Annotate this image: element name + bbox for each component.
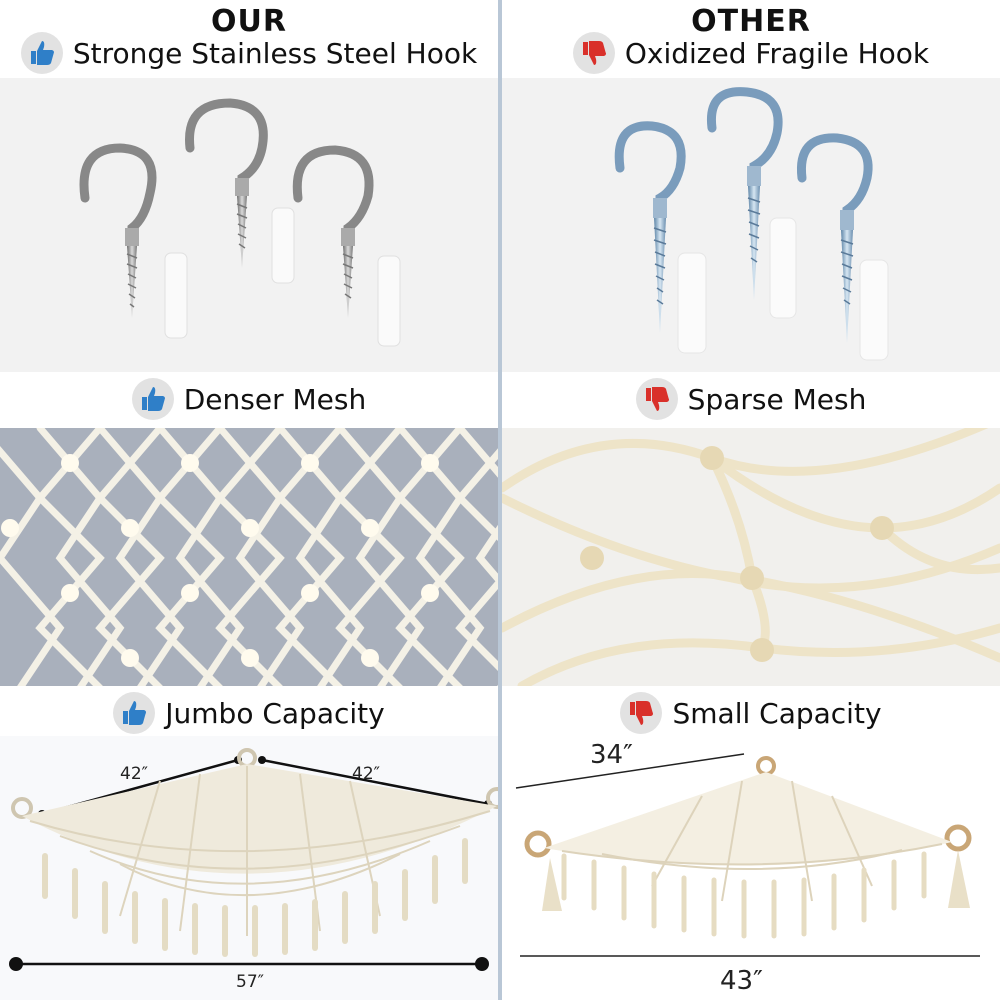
our-header: OUR <box>211 4 287 39</box>
dimension-label-left: 42″ <box>120 764 148 784</box>
thumbs-down-icon <box>620 692 663 734</box>
our-product-column: OUR Stronge Stainless Steel Hook <box>0 0 498 1000</box>
other-header: OTHER <box>691 4 811 39</box>
hook-label: Oxidized Fragile Hook <box>624 36 930 70</box>
capacity-label: Jumbo Capacity <box>165 696 385 730</box>
capacity-label-row: Jumbo Capacity <box>0 692 498 734</box>
hook-label-row: Oxidized Fragile Hook <box>502 32 1000 74</box>
small-net-image: 34″ 43″ <box>502 736 1000 1000</box>
dense-mesh-image <box>0 428 498 686</box>
capacity-label: Small Capacity <box>672 696 882 730</box>
mesh-label-row: Sparse Mesh <box>502 378 1000 420</box>
dimension-label-bottom: 43″ <box>720 966 763 996</box>
dimension-label-bottom: 57″ <box>236 972 264 992</box>
hook-label-row: Stronge Stainless Steel Hook <box>0 32 498 74</box>
hook-label: Stronge Stainless Steel Hook <box>72 36 478 70</box>
dimension-label-right: 42″ <box>352 764 380 784</box>
thumbs-up-icon <box>20 32 63 74</box>
other-product-column: OTHER Oxidized Fragile Hook <box>502 0 1000 1000</box>
column-divider <box>498 0 502 1000</box>
capacity-label-row: Small Capacity <box>502 692 1000 734</box>
thumbs-up-icon <box>131 378 174 420</box>
mesh-label: Denser Mesh <box>183 382 367 416</box>
stainless-hooks-image <box>0 78 498 372</box>
thumbs-down-icon <box>572 32 615 74</box>
thumbs-down-icon <box>635 378 678 420</box>
jumbo-net-image: 42″ 42″ 57″ <box>0 736 498 1000</box>
oxidized-hooks-image <box>502 78 1000 372</box>
mesh-label: Sparse Mesh <box>687 382 867 416</box>
dimension-label-top: 34″ <box>590 740 633 770</box>
sparse-mesh-image <box>502 428 1000 686</box>
thumbs-up-icon <box>113 692 156 734</box>
mesh-label-row: Denser Mesh <box>0 378 498 420</box>
